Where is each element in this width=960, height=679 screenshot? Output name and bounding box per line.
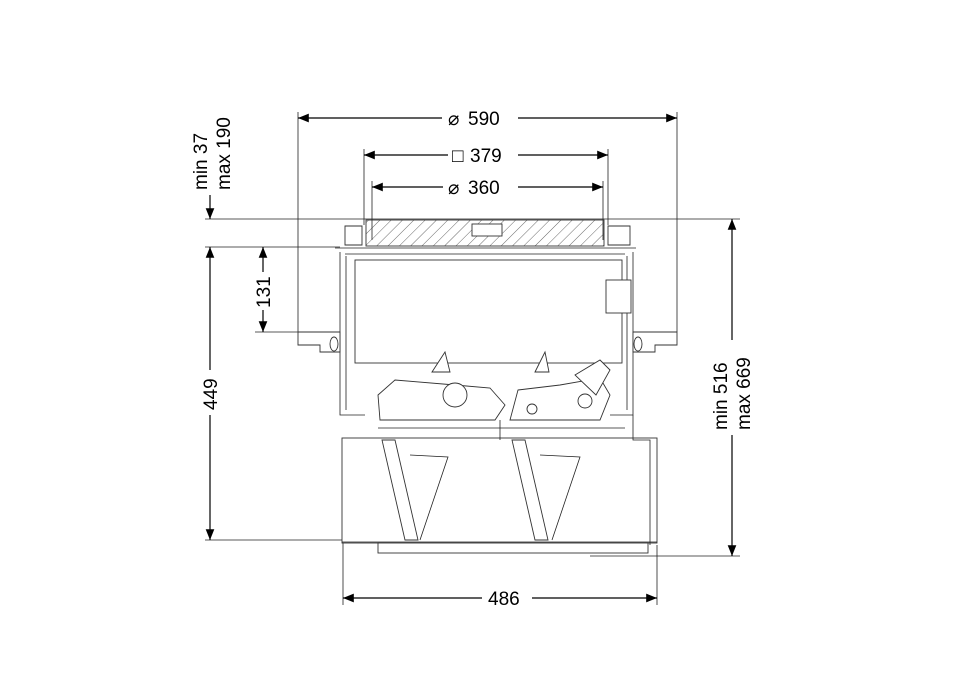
dim-590-symbol: ⌀: [448, 109, 459, 130]
dim-max669-label: max 669: [734, 357, 755, 430]
dim-360-label: 360: [468, 178, 500, 199]
dim-379-symbol: □: [452, 146, 464, 167]
reference-lines: [205, 112, 740, 605]
dim-min37-label: min 37: [191, 133, 212, 190]
dimension-min516-max669: min 516 max 669: [711, 219, 755, 556]
dimension-449: 449: [201, 247, 222, 540]
dimension-131: 131: [254, 247, 275, 332]
dimension-590: ⌀ 590: [298, 109, 677, 130]
dimension-360: ⌀ 360: [372, 178, 603, 199]
dim-449-label: 449: [201, 378, 222, 410]
dim-486-label: 486: [488, 589, 520, 610]
dim-131-label: 131: [254, 276, 275, 308]
dimension-min37-max190: min 37 max 190: [191, 117, 235, 219]
dim-min516-label: min 516: [711, 362, 732, 430]
dim-max190-label: max 190: [214, 117, 235, 190]
dim-379-label: 379: [470, 146, 502, 167]
drain-body: [297, 219, 678, 554]
dim-590-label: 590: [468, 109, 500, 130]
dimension-379: □ 379: [364, 146, 608, 167]
dim-360-symbol: ⌀: [448, 178, 459, 199]
dimension-486: 486: [343, 589, 657, 610]
